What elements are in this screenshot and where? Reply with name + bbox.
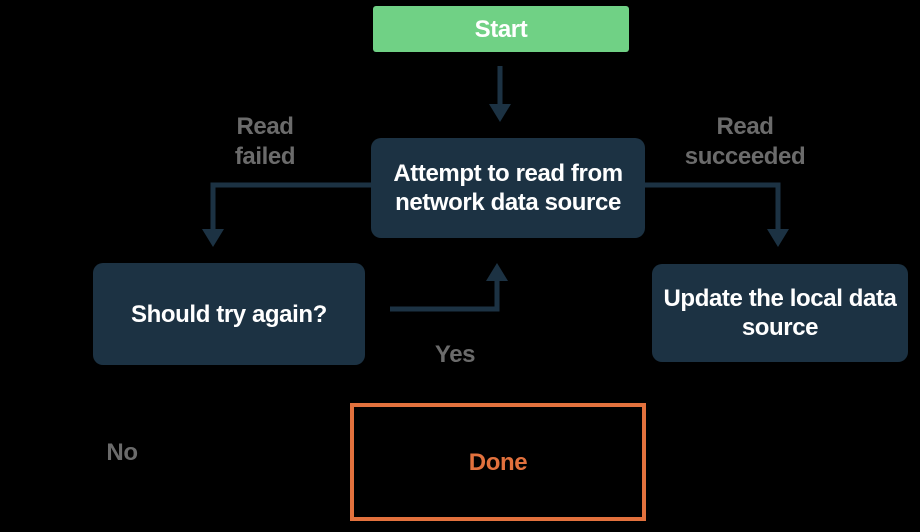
arrow-retry-to-attempt-line <box>390 281 500 312</box>
arrow-start-to-attempt-head <box>489 104 511 122</box>
arrow-attempt-to-retry-head <box>202 229 224 247</box>
arrow-attempt-to-update-head <box>767 229 789 247</box>
should-try-again-node: Should try again? <box>93 263 365 365</box>
start-node: Start <box>373 6 629 52</box>
update-local-data-node: Update the local data source <box>652 264 908 362</box>
no-edge-label: No <box>106 439 138 466</box>
read-failed-edge-label: Read failed <box>234 113 296 170</box>
done-node: Done <box>350 403 646 521</box>
arrow-attempt-to-retry-line <box>210 182 371 230</box>
attempt-read-node: Attempt to read from network data source <box>371 138 645 238</box>
arrow-retry-to-attempt-head <box>486 263 508 281</box>
yes-edge-label: Yes <box>434 341 476 368</box>
read-succeeded-edge-label: Read succeeded <box>684 113 806 170</box>
arrow-attempt-to-update-line <box>645 182 781 230</box>
